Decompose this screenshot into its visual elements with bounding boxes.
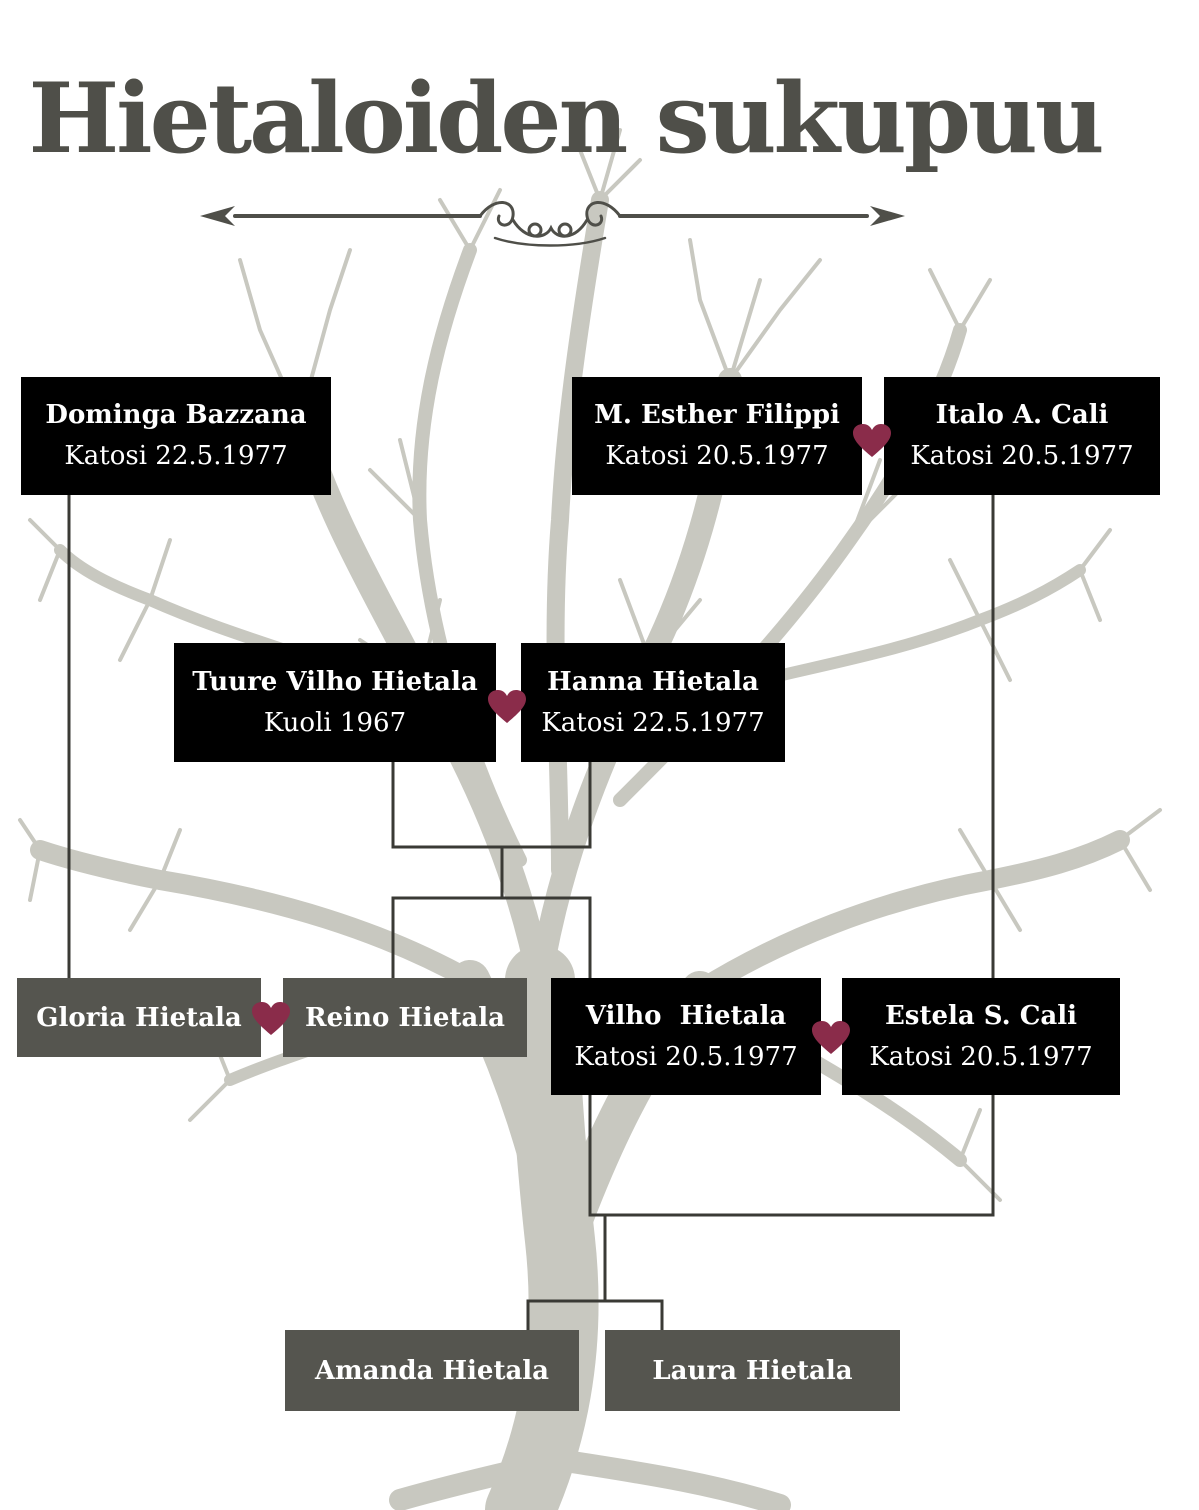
- person-name: Vilho Hietala: [585, 1000, 787, 1031]
- person-name: Laura Hietala: [652, 1355, 853, 1386]
- page-title: Hietaloiden sukupuu: [28, 62, 1104, 175]
- person-name: Reino Hietala: [305, 1002, 505, 1033]
- person-box-dominga: Dominga Bazzana Katosi 22.5.1977: [21, 377, 331, 495]
- person-box-gloria: Gloria Hietala: [17, 978, 261, 1057]
- person-box-estela: Estela S. Cali Katosi 20.5.1977: [842, 978, 1120, 1095]
- person-note: Katosi 22.5.1977: [64, 441, 288, 471]
- heart-icon: [853, 424, 891, 457]
- person-note: Katosi 20.5.1977: [869, 1041, 1093, 1072]
- person-name: Estela S. Cali: [884, 1000, 1078, 1031]
- person-name: Hanna Hietala: [547, 666, 759, 697]
- person-note: Katosi 20.5.1977: [910, 441, 1134, 471]
- person-box-italo: Italo A. Cali Katosi 20.5.1977: [884, 377, 1160, 495]
- person-note: Kuoli 1967: [263, 707, 407, 738]
- person-box-esther: M. Esther Filippi Katosi 20.5.1977: [572, 377, 862, 495]
- person-name: Dominga Bazzana: [45, 400, 307, 430]
- person-note: Katosi 20.5.1977: [574, 1041, 798, 1072]
- heart-icon: [812, 1021, 850, 1054]
- person-box-vilho: Vilho Hietala Katosi 20.5.1977: [551, 978, 821, 1095]
- person-note: Katosi 22.5.1977: [541, 707, 765, 738]
- person-name: Italo A. Cali: [935, 400, 1109, 430]
- person-box-hanna: Hanna Hietala Katosi 22.5.1977: [521, 643, 785, 762]
- person-name: Amanda Hietala: [314, 1355, 550, 1386]
- person-name: M. Esther Filippi: [594, 400, 840, 430]
- person-name: Tuure Vilho Hietala: [192, 666, 478, 697]
- person-box-tuure: Tuure Vilho Hietala Kuoli 1967: [174, 643, 496, 762]
- heart-icon: [488, 690, 526, 723]
- person-note: Katosi 20.5.1977: [605, 441, 829, 471]
- person-box-reino: Reino Hietala: [283, 978, 527, 1057]
- arrow-scroll-ornament: [200, 201, 905, 247]
- person-name: Gloria Hietala: [36, 1002, 242, 1033]
- heart-icon: [252, 1002, 290, 1035]
- person-box-laura: Laura Hietala: [605, 1330, 900, 1411]
- person-box-amanda: Amanda Hietala: [285, 1330, 579, 1411]
